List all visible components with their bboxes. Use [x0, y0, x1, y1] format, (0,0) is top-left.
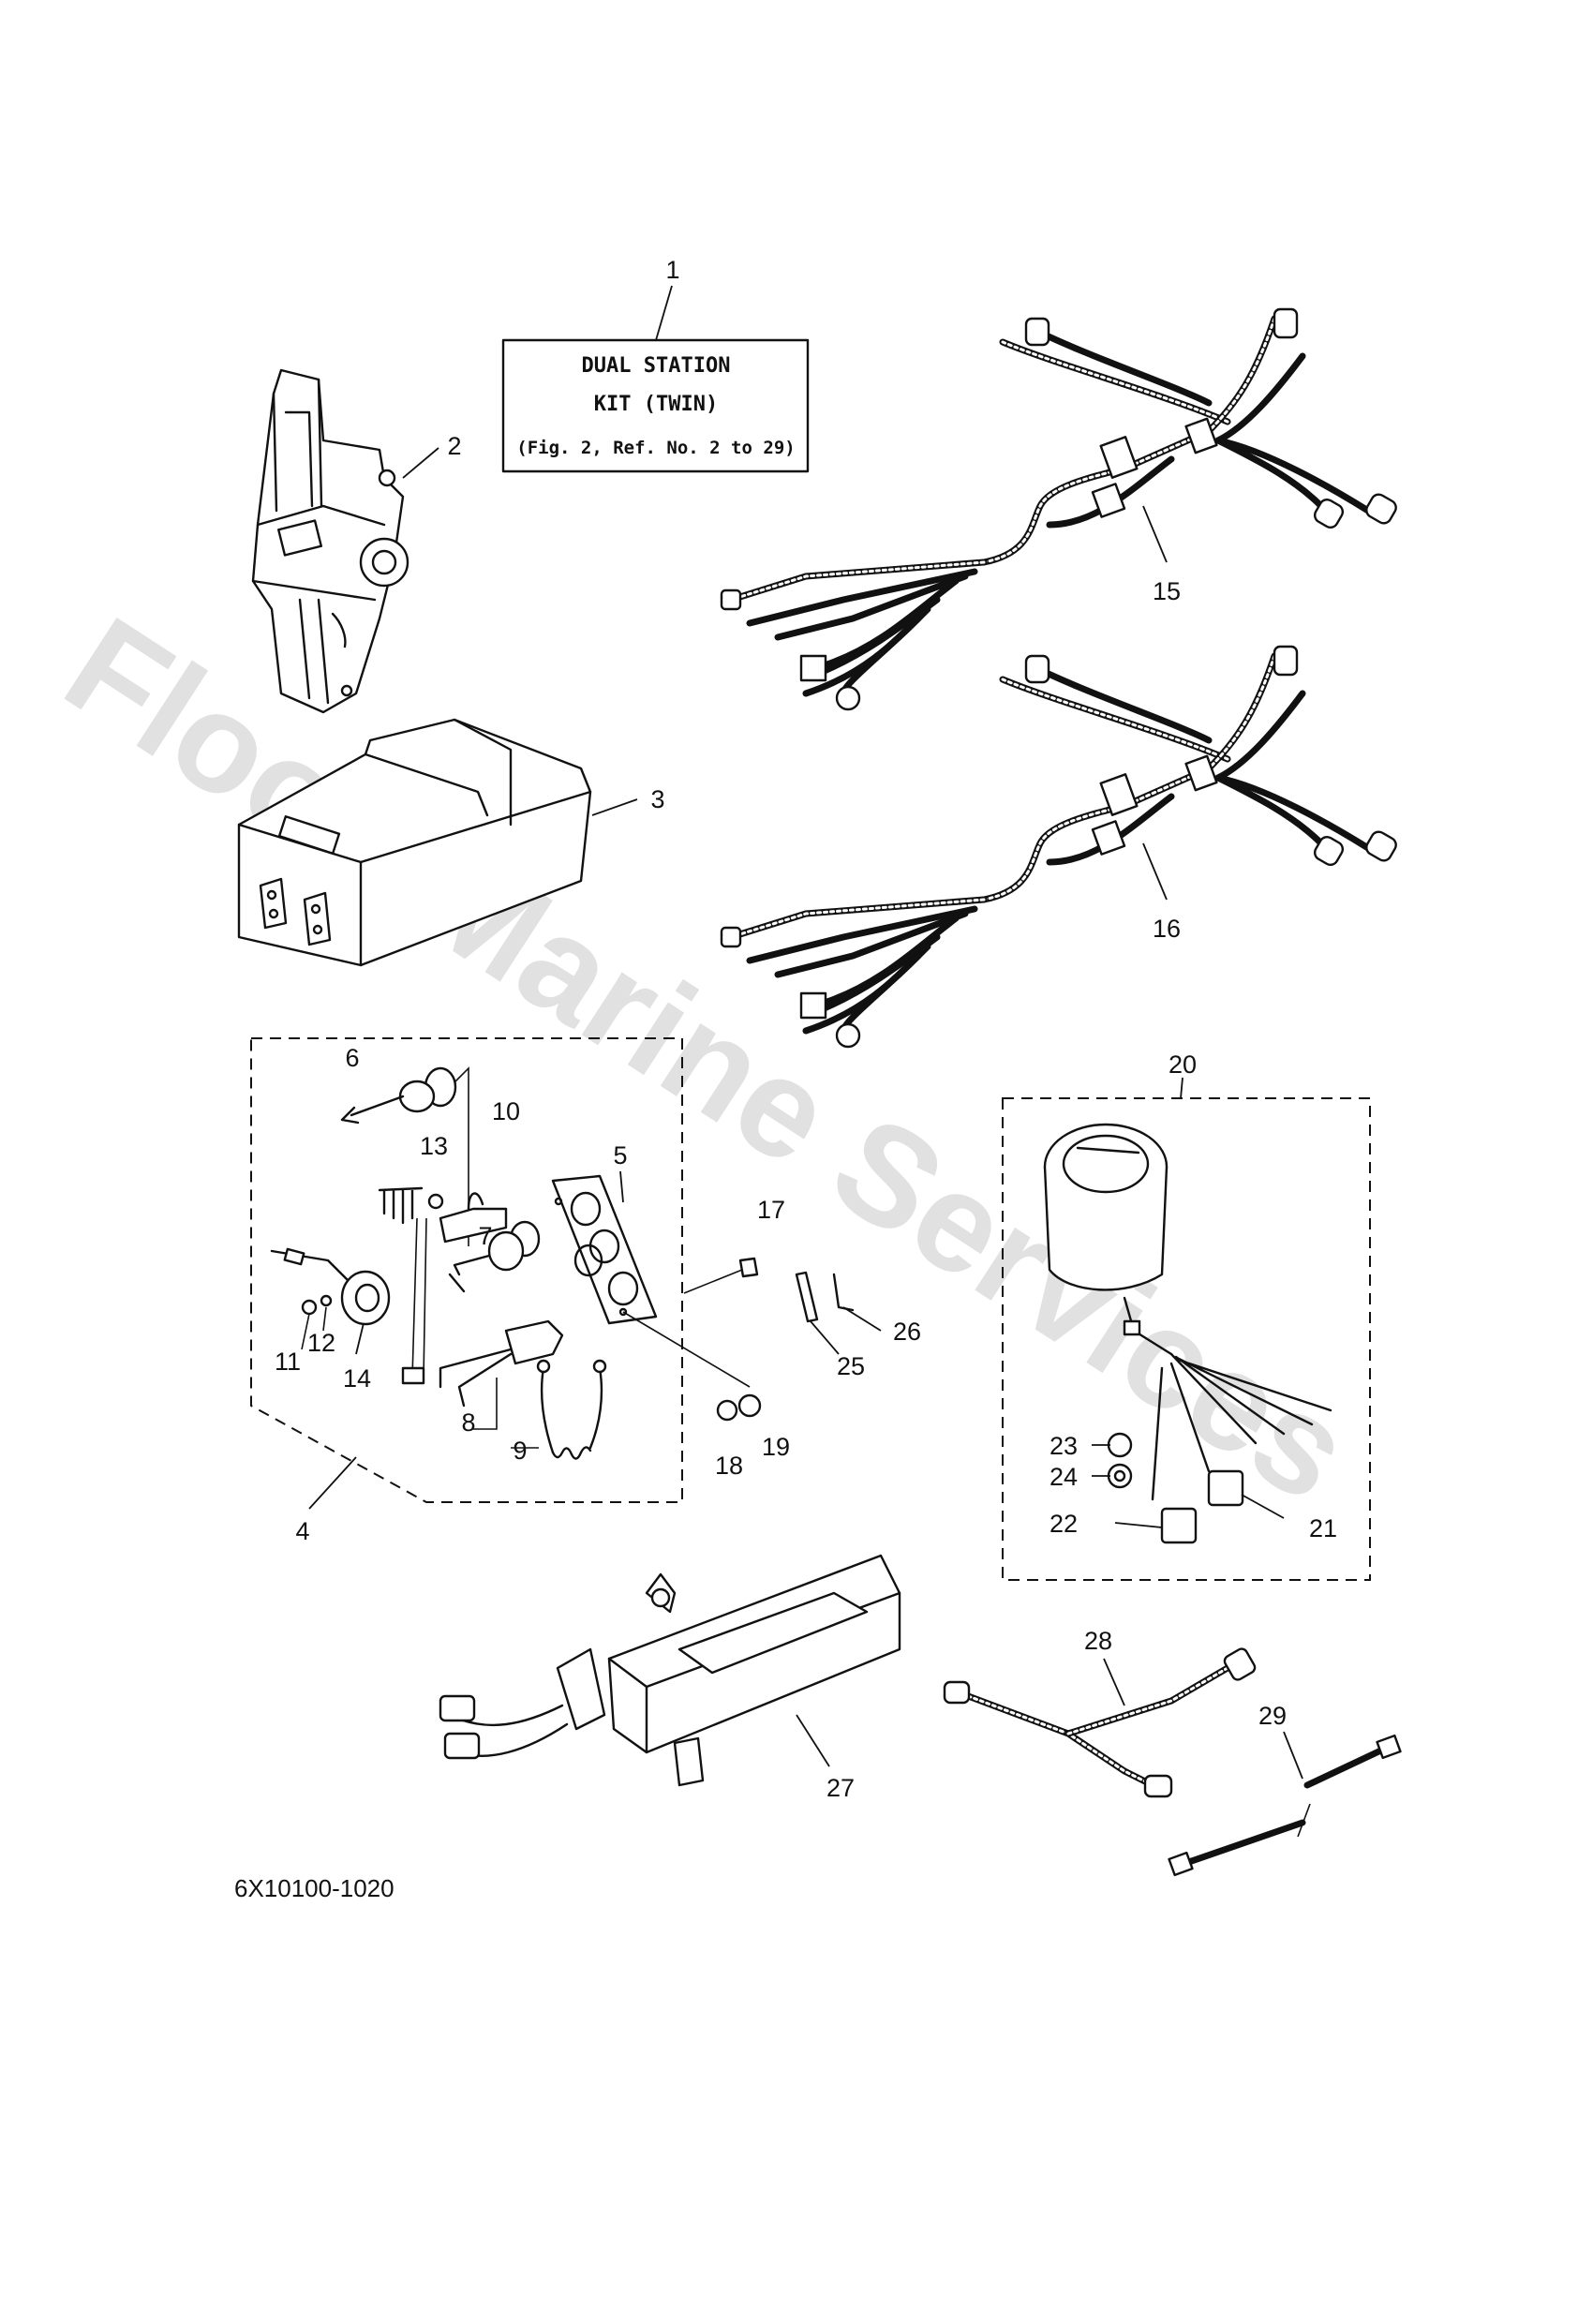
title-box-frame [501, 338, 810, 473]
callout-29: 29 [1258, 1702, 1287, 1730]
callout-2: 2 [447, 432, 461, 460]
remote-control-box [251, 368, 439, 714]
junction-box [439, 1554, 901, 1787]
callout-22: 22 [1050, 1510, 1078, 1538]
callout-8: 8 [461, 1408, 475, 1437]
callout-21: 21 [1309, 1514, 1337, 1542]
callout-23: 23 [1050, 1432, 1078, 1460]
callout-18: 18 [715, 1452, 743, 1480]
wire-harness-lower [720, 645, 1397, 1049]
title-box: DUAL STATION KIT (TWIN) (Fig. 2, Ref. No… [501, 285, 810, 473]
callout-25: 25 [837, 1352, 865, 1380]
callout-labels: 1 2 3 4 5 6 7 8 9 10 11 12 13 14 15 16 1… [275, 256, 1337, 1802]
callout-10: 10 [492, 1097, 520, 1125]
callout-16: 16 [1153, 915, 1181, 943]
callout-12: 12 [307, 1329, 335, 1357]
title-line-2: KIT (TWIN) [594, 393, 718, 416]
callout-3: 3 [650, 785, 664, 813]
switch-panel-group [250, 1037, 762, 1510]
callout-28: 28 [1084, 1627, 1112, 1655]
callout-1: 1 [665, 256, 679, 284]
control-unit-box [237, 718, 638, 967]
title-line-3: (Fig. 2, Ref. No. 2 to 29) [516, 438, 795, 458]
callout-17: 17 [757, 1196, 785, 1224]
callout-13: 13 [420, 1132, 448, 1160]
callout-14: 14 [343, 1364, 371, 1393]
callout-24: 24 [1050, 1463, 1078, 1491]
title-line-1: DUAL STATION [582, 354, 731, 378]
wire-harness-upper [720, 307, 1397, 711]
gauge-kit-group [1002, 1077, 1371, 1581]
callout-4: 4 [295, 1517, 309, 1545]
y-harness [943, 1647, 1257, 1798]
callout-7: 7 [478, 1222, 492, 1250]
callout-11: 11 [275, 1348, 301, 1376]
clip-parts [795, 1271, 882, 1355]
cable [1168, 1731, 1402, 1877]
callout-20: 20 [1169, 1050, 1197, 1079]
callout-9: 9 [513, 1437, 527, 1465]
diagram-code: 6X10100-1020 [234, 1874, 394, 1902]
callout-19: 19 [762, 1433, 790, 1461]
callout-5: 5 [613, 1141, 627, 1169]
callout-27: 27 [826, 1774, 855, 1802]
callout-6: 6 [345, 1044, 359, 1072]
callout-15: 15 [1153, 577, 1181, 605]
callout-26: 26 [893, 1318, 921, 1346]
